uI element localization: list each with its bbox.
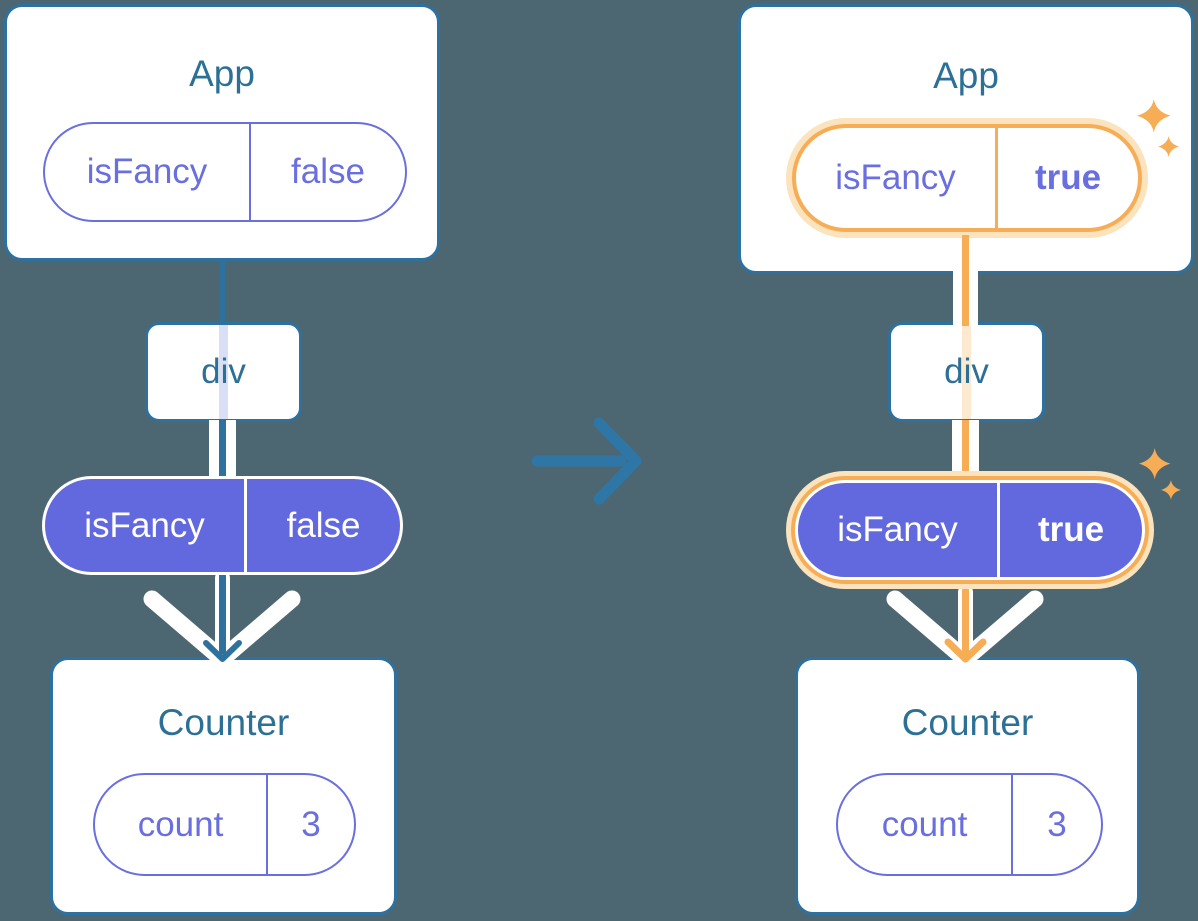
- left-counter-state-pill: count 3: [93, 773, 356, 876]
- left-div-to-pill-line-core: [219, 420, 226, 477]
- pill-value: false: [286, 505, 361, 545]
- down-chevron-icon: [886, 590, 1044, 668]
- left-counter-title: Counter: [157, 702, 290, 743]
- pill-key: isFancy: [798, 483, 1000, 577]
- right-prop-pill-highlighted: isFancy true: [795, 480, 1145, 580]
- left-div-prop-stripe: [219, 325, 228, 419]
- right-div-prop-stripe: [962, 325, 971, 419]
- right-flow-arrow: [886, 584, 1044, 668]
- right-app-card: App isFancy true: [738, 4, 1194, 274]
- transition-arrow-icon: [531, 417, 642, 505]
- pill-key: isFancy: [45, 124, 251, 220]
- left-counter-card: Counter count 3: [50, 657, 397, 915]
- right-div-card: div: [888, 322, 1045, 422]
- left-app-card: App isFancy false: [4, 4, 440, 261]
- right-app-to-div-line-core: [962, 235, 969, 326]
- right-counter-title: Counter: [901, 702, 1034, 743]
- right-app-state-pill-highlighted: isFancy true: [792, 124, 1142, 232]
- pill-key: count: [838, 775, 1013, 874]
- pill-value: false: [291, 152, 365, 191]
- right-div-label: div: [944, 352, 989, 391]
- down-chevron-icon: [143, 590, 301, 668]
- right-app-to-div-line-white-left: [953, 270, 962, 326]
- left-flow-arrow: [143, 570, 301, 668]
- right-app-title: App: [933, 55, 999, 96]
- right-counter-state-pill: count 3: [836, 773, 1103, 876]
- left-div-card: div: [145, 322, 302, 422]
- pill-key: count: [95, 775, 268, 874]
- left-app-to-div-connector: [220, 259, 225, 325]
- right-div-to-pill-line-core: [962, 420, 969, 477]
- pill-value: 3: [1047, 804, 1067, 844]
- pill-value: true: [1037, 510, 1105, 549]
- pill-key: isFancy: [796, 128, 998, 228]
- left-prop-pill: isFancy false: [42, 476, 403, 575]
- left-app-state-pill: isFancy false: [43, 122, 407, 222]
- pill-value: 3: [301, 804, 321, 844]
- pill-key: isFancy: [45, 479, 247, 572]
- left-app-title: App: [189, 53, 255, 94]
- pill-value: true: [1034, 158, 1102, 197]
- sparkle-icon: [1139, 448, 1181, 500]
- right-app-to-div-line-white-right: [969, 270, 978, 326]
- right-counter-card: Counter count 3: [795, 657, 1140, 915]
- left-div-label: div: [201, 352, 246, 391]
